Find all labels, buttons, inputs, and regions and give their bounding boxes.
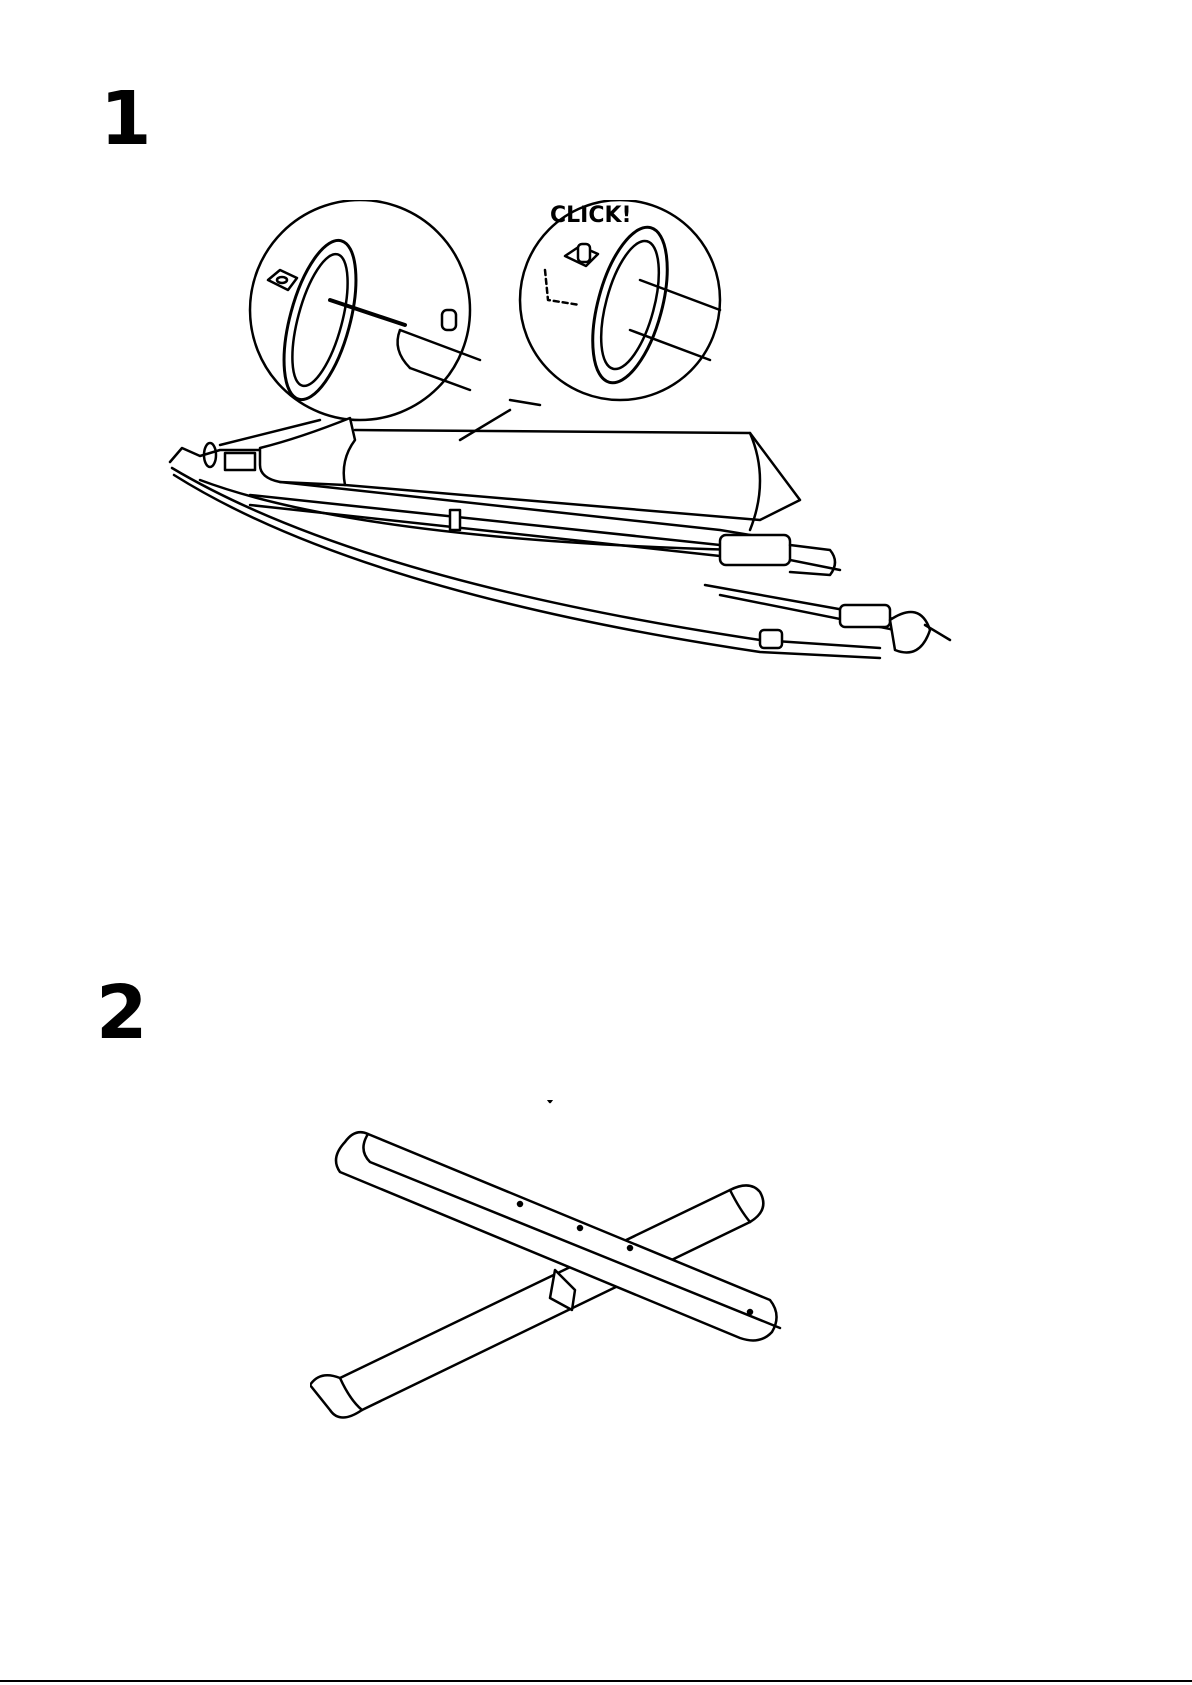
step-1-number: 1 [100,82,152,156]
step-2-number: 2 [96,976,148,1050]
down-arrow-icon [535,1100,565,1102]
cross-base-illustration [310,1100,870,1450]
detail-circle-after: CLICK! [520,200,720,400]
umbrella-pole-illustration: CLICK! [160,200,1040,720]
click-callout: CLICK! [550,203,632,228]
detail-circle-before [250,200,540,440]
folded-umbrella [170,418,950,658]
bottom-rule [0,1680,1192,1682]
